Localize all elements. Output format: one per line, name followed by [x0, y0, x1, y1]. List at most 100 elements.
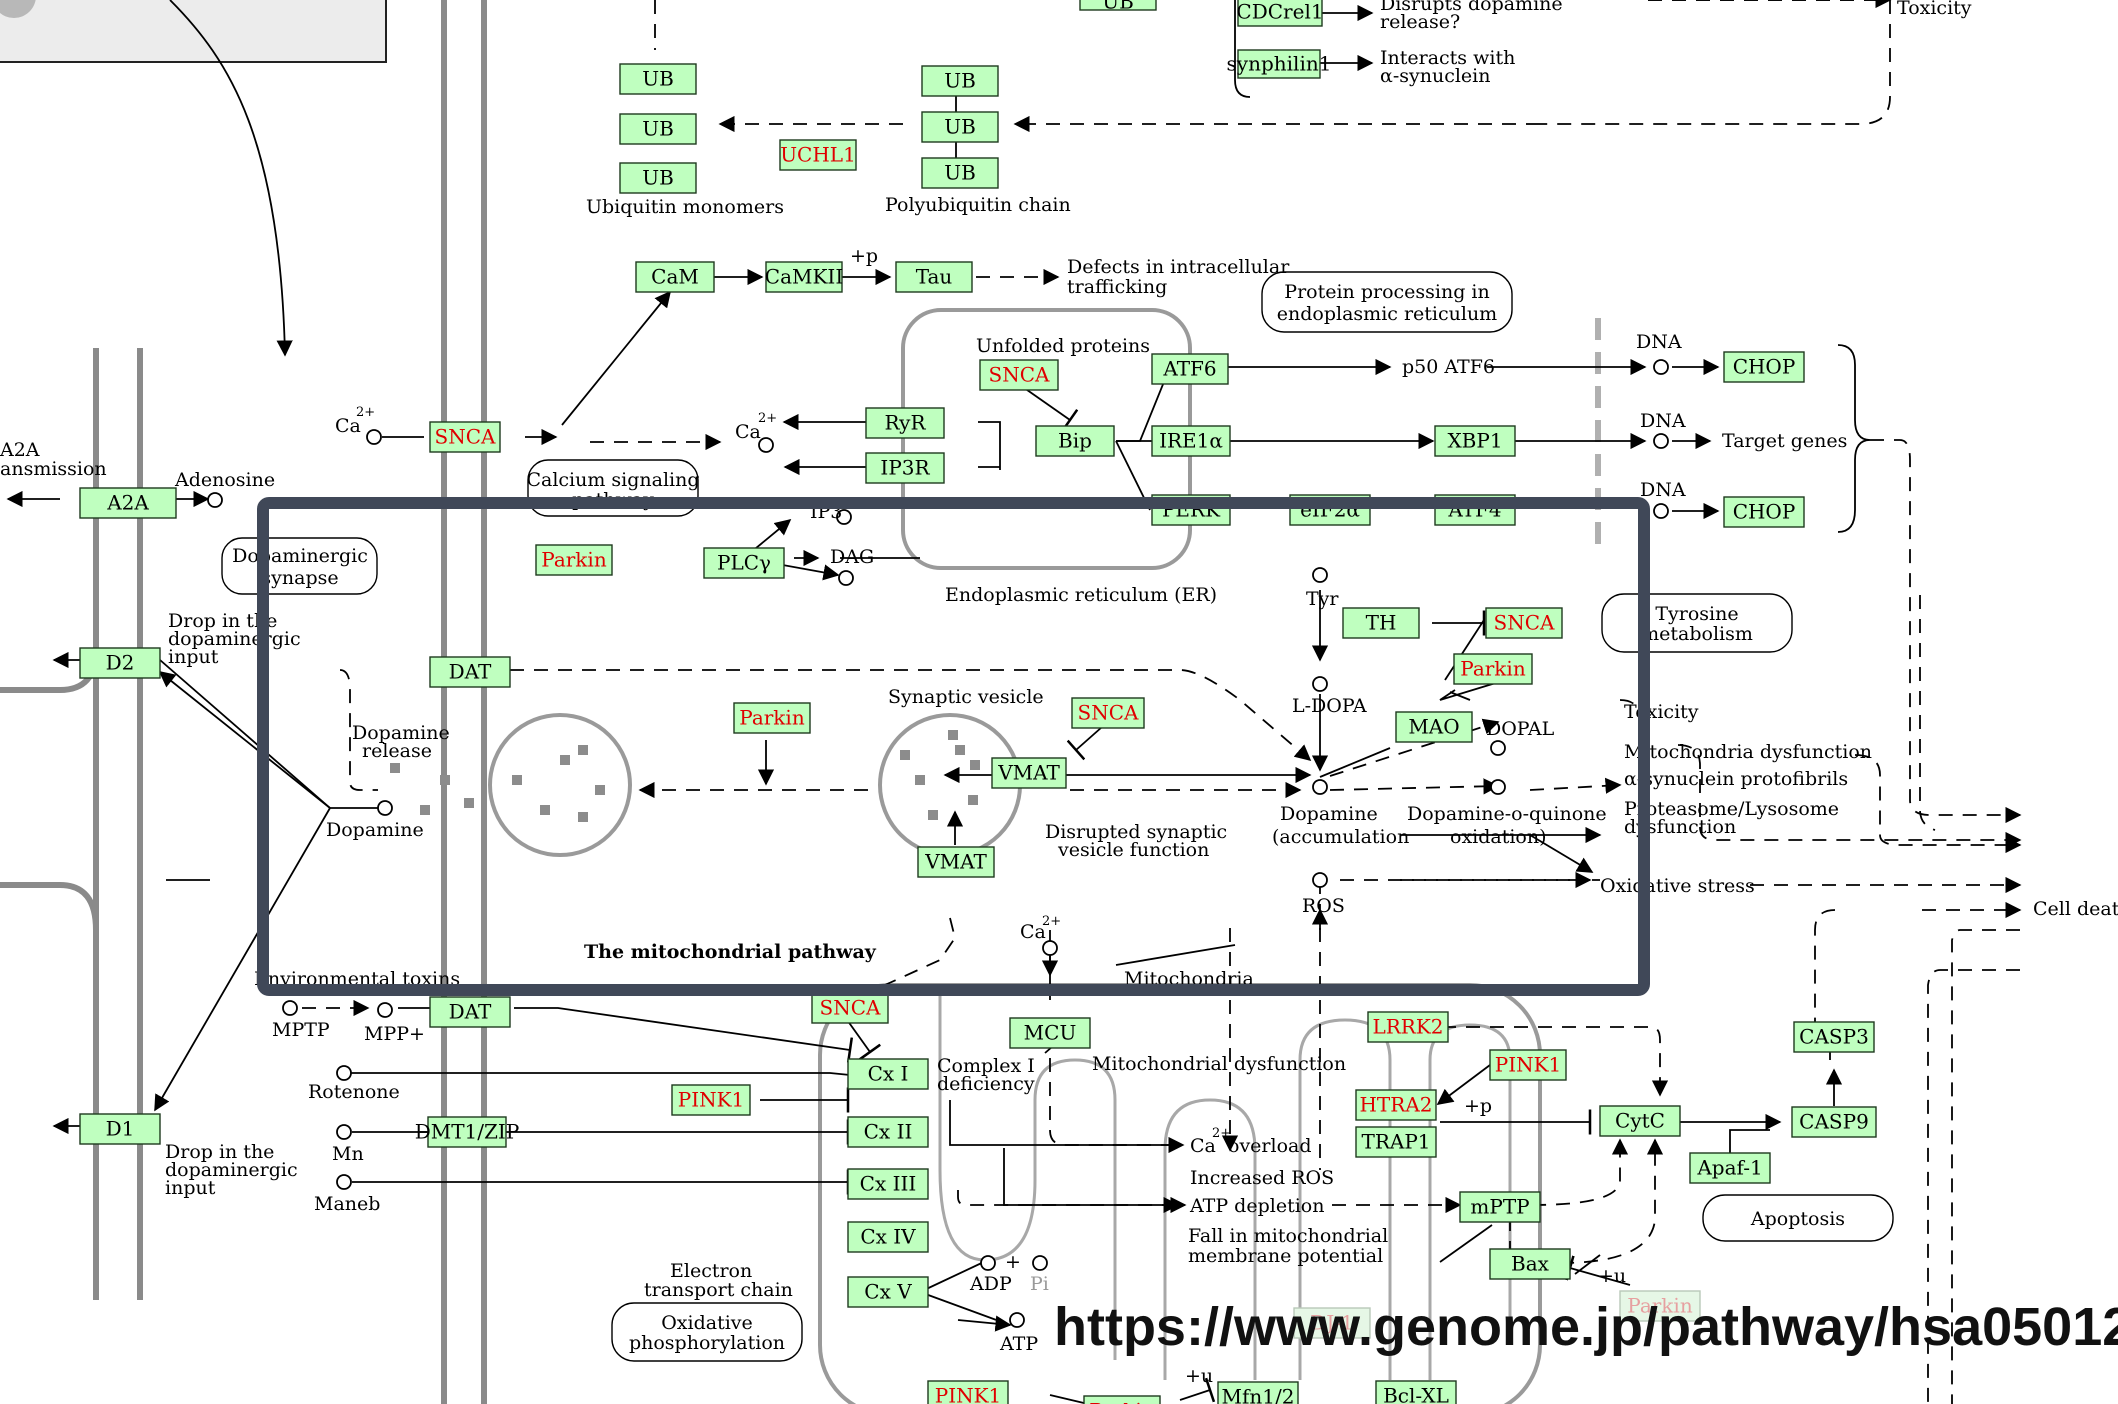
gene-node-parkin[interactable]: Parkin — [1454, 654, 1532, 684]
gene-node-ryr[interactable]: RyR — [866, 408, 944, 438]
label-rotenone: Rotenone — [308, 1081, 400, 1103]
gene-node-cx-v[interactable]: Cx V — [848, 1277, 928, 1307]
gene-node-synphilin1[interactable]: synphilin1 — [1227, 50, 1332, 78]
gene-node-parkin[interactable]: Parkin — [1084, 1396, 1160, 1404]
gene-node-d1[interactable]: D1 — [80, 1114, 160, 1144]
note-tyrosine-metabolism[interactable]: Tyrosine metabolism — [1602, 594, 1792, 652]
gene-node-label: PLCγ — [717, 551, 771, 575]
gene-node-label: CHOP — [1733, 500, 1796, 524]
label-quinone-1: Dopamine-o-quinone — [1407, 803, 1607, 825]
gene-node-label: UB — [944, 161, 976, 185]
gene-node-pink1[interactable]: PINK1 — [672, 1085, 750, 1115]
gene-node-label: CaMKII — [765, 265, 843, 289]
gene-node-bax[interactable]: Bax — [1490, 1249, 1570, 1279]
gene-node-dat[interactable]: DAT — [430, 997, 510, 1027]
gene-node-th[interactable]: TH — [1343, 608, 1419, 638]
gene-node-ub[interactable]: UB — [620, 64, 696, 94]
label-sup-b: 2+ — [758, 411, 777, 426]
gene-node-bip[interactable]: Bip — [1036, 426, 1114, 456]
label-plus-u-2: +u — [1598, 1265, 1626, 1287]
gene-node-chop[interactable]: CHOP — [1724, 497, 1804, 527]
gene-node-ub[interactable]: UB — [620, 163, 696, 193]
gene-node-atf6[interactable]: ATF6 — [1152, 354, 1228, 384]
gene-node-dat[interactable]: DAT — [430, 657, 510, 687]
gene-node-ip3r[interactable]: IP3R — [866, 453, 944, 483]
gene-node-a2a[interactable]: A2A — [80, 488, 176, 518]
gene-node-label: A2A — [106, 491, 149, 515]
gene-node-htra2[interactable]: HTRA2 — [1356, 1090, 1436, 1120]
gene-node-chop[interactable]: CHOP — [1724, 352, 1804, 382]
gene-node-cx-i[interactable]: Cx I — [848, 1059, 928, 1089]
gene-node-uchl1[interactable]: UCHL1 — [780, 140, 856, 170]
gene-node-parkin[interactable]: Parkin — [734, 703, 810, 733]
label-drop2-3: input — [165, 1177, 216, 1199]
label-atp-depletion: ATP depletion — [1189, 1195, 1324, 1217]
gene-node-snca[interactable]: SNCA — [812, 993, 888, 1023]
gene-node-d2[interactable]: D2 — [80, 648, 160, 678]
label-maneb: Maneb — [314, 1193, 380, 1215]
label-plus-u-1: +u — [1185, 1365, 1213, 1387]
gene-node-plc-[interactable]: PLCγ — [704, 548, 784, 578]
gene-node-vmat[interactable]: VMAT — [918, 847, 994, 877]
gene-node-cytc[interactable]: CytC — [1600, 1106, 1680, 1136]
gene-node-mfn1-2[interactable]: Mfn1/2 — [1218, 1382, 1298, 1404]
gene-node-snca[interactable]: SNCA — [1486, 608, 1562, 638]
gene-node-casp3[interactable]: CASP3 — [1794, 1022, 1874, 1052]
gene-node-snca[interactable]: SNCA — [430, 422, 500, 452]
gene-node-ire1-[interactable]: IRE1α — [1152, 426, 1230, 456]
note-text: metabolism — [1641, 623, 1753, 645]
gene-node-cx-ii[interactable]: Cx II — [848, 1117, 928, 1147]
gene-node-cdcrel1[interactable]: CDCrel1 — [1236, 0, 1323, 26]
gene-node-apaf-1[interactable]: Apaf-1 — [1690, 1153, 1770, 1183]
note-apoptosis[interactable]: Apoptosis — [1703, 1195, 1893, 1241]
gene-node-ub[interactable]: UB — [1080, 0, 1156, 14]
gene-node-bcl-xl[interactable]: Bcl-XL — [1376, 1381, 1456, 1404]
label-sup-a: 2+ — [356, 405, 375, 420]
gene-node-cx-iii[interactable]: Cx III — [848, 1169, 928, 1199]
gene-node-label: UB — [642, 117, 674, 141]
gene-node-ub[interactable]: UB — [620, 114, 696, 144]
gene-node-cx-iv[interactable]: Cx IV — [848, 1222, 928, 1252]
gene-node-lrrk2[interactable]: LRRK2 — [1368, 1012, 1448, 1042]
gene-node-vmat[interactable]: VMAT — [992, 758, 1066, 788]
gene-node-dmt1-zip[interactable]: DMT1/ZIP — [415, 1117, 520, 1147]
gene-node-label: VMAT — [924, 850, 987, 874]
label-dag: DAG — [830, 546, 874, 568]
gene-node-ub[interactable]: UB — [922, 112, 998, 142]
gene-node-cam[interactable]: CaM — [636, 262, 714, 292]
gene-node-label: UB — [642, 166, 674, 190]
gene-node-pink1[interactable]: PINK1 — [928, 1381, 1008, 1404]
gene-node-label: ATF6 — [1162, 357, 1216, 381]
gene-node-tau[interactable]: Tau — [896, 262, 972, 292]
gene-node-xbp1[interactable]: XBP1 — [1435, 426, 1515, 456]
gene-node-label: mPTP — [1470, 1195, 1529, 1219]
label-a2a-2: ansmission — [0, 458, 107, 480]
gene-node-label: HTRA2 — [1359, 1093, 1432, 1117]
gene-node-parkin[interactable]: Parkin — [536, 545, 612, 575]
note-oxidative-phosphorylation[interactable]: Oxidative phosphorylation — [612, 1303, 802, 1361]
note-protein-processing[interactable]: Protein processing in endoplasmic reticu… — [1262, 272, 1512, 332]
gene-node-label: Bcl-XL — [1383, 1384, 1449, 1404]
gene-node-mcu[interactable]: MCU — [1010, 1018, 1090, 1048]
source-url[interactable]: https://www.genome.jp/pathway/hsa05012 — [1054, 1296, 2118, 1358]
gene-node-label: UCHL1 — [780, 143, 856, 167]
gene-node-snca[interactable]: SNCA — [1072, 698, 1144, 728]
gene-node-ub[interactable]: UB — [922, 158, 998, 188]
label-drop1-3: input — [168, 646, 219, 668]
gene-node-mao[interactable]: MAO — [1396, 712, 1472, 742]
gene-node-mptp[interactable]: mPTP — [1460, 1192, 1540, 1222]
note-dopaminergic-synapse[interactable]: Dopaminergic synapse — [222, 538, 377, 594]
gene-node-snca[interactable]: SNCA — [980, 360, 1058, 390]
gene-node-pink1[interactable]: PINK1 — [1490, 1050, 1566, 1080]
gene-node-casp9[interactable]: CASP9 — [1792, 1107, 1876, 1137]
gene-node-label: Parkin — [541, 548, 607, 572]
gene-node-trap1[interactable]: TRAP1 — [1356, 1127, 1436, 1157]
label-disrupted-2: vesicle function — [1057, 839, 1209, 861]
label-plus: + — [1005, 1251, 1021, 1273]
label-er: Endoplasmic reticulum (ER) — [945, 584, 1217, 606]
gene-node-label: Cx II — [864, 1120, 913, 1144]
gene-node-ub[interactable]: UB — [922, 66, 998, 96]
gene-node-camkii[interactable]: CaMKII — [765, 262, 843, 292]
gene-node-label: Cx IV — [860, 1225, 916, 1249]
gene-node-label: MCU — [1024, 1021, 1077, 1045]
